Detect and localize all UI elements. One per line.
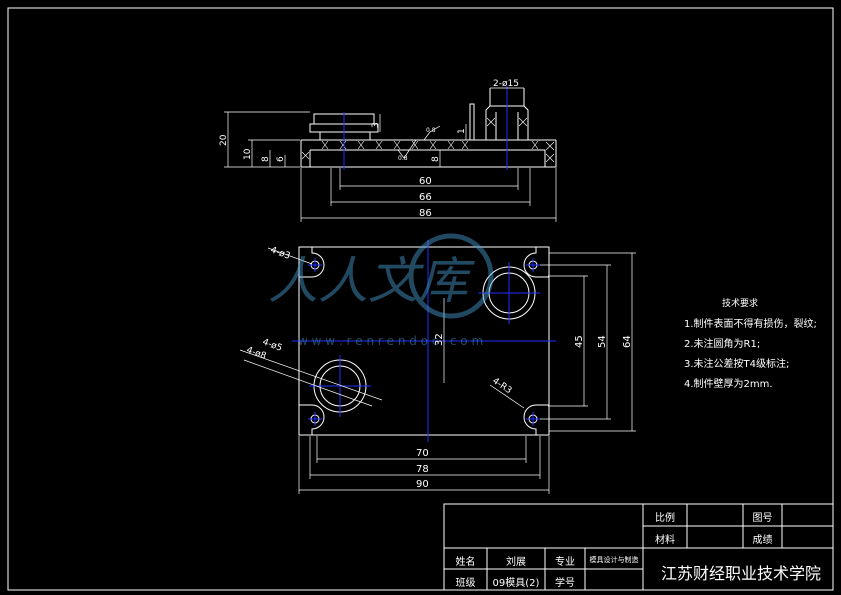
roughness-a: 0.8 [398, 155, 408, 162]
dim-height-10: 10 [243, 148, 253, 160]
dim-height-1: 1 [457, 128, 467, 134]
tb-scale-label: 比例 [655, 513, 675, 524]
dim-70: 70 [416, 448, 429, 459]
drawing-border [7, 7, 834, 591]
dim-height-8b: 8 [431, 156, 441, 162]
note-item-1: 1.制件表面不得有损伤，裂纹; [684, 319, 817, 330]
dim-width-86: 86 [419, 208, 432, 219]
technical-requirements: 技术要求 1.制件表面不得有损伤，裂纹; 2.未注圆角为R1; 3.未注公差按T… [684, 296, 817, 395]
notes-title: 技术要求 [722, 299, 759, 309]
tb-major-value: 模具设计与制造 [589, 556, 639, 564]
tb-name-label: 姓名 [455, 557, 476, 568]
dim-height-6: 6 [276, 156, 286, 162]
roughness-b: 0.8 [426, 127, 436, 134]
tb-class-label: 班级 [455, 578, 476, 589]
dim-64: 64 [622, 335, 633, 348]
title-block [443, 503, 834, 591]
tb-student-no-label: 学号 [555, 578, 575, 589]
dim-45: 45 [574, 335, 585, 348]
tb-name-value: 刘展 [506, 557, 526, 568]
note-item-3: 3.未注公差按T4级标注; [684, 359, 790, 370]
tb-drawing-no-label: 图号 [752, 513, 773, 524]
section-view: 20 10 8 6 3 8 1 2-ø15 0.8 0.8 60 66 86 [219, 79, 557, 222]
watermark: 人人文库 w w w . r e n r e n d o c . c o m [268, 233, 494, 348]
dim-height-20: 20 [219, 134, 229, 146]
dim-78: 78 [416, 464, 429, 475]
plan-view: 4-ø3 4-ø8 4-ø5 4-R3 32 45 54 64 70 78 90 [239, 240, 636, 494]
note-item-2: 2.未注圆角为R1; [684, 339, 761, 350]
dim-90: 90 [416, 479, 429, 490]
tb-material-label: 材料 [655, 535, 675, 546]
dim-height-3: 3 [371, 122, 381, 128]
tb-class-value: 09模具(2) [492, 578, 540, 589]
dim-hole-callout: 2-ø15 [493, 79, 519, 89]
tb-grade-label: 成绩 [752, 535, 773, 546]
tb-major-label: 专业 [555, 557, 575, 568]
dim-width-60: 60 [419, 176, 432, 187]
note-item-4: 4.制件壁厚为2mm. [684, 379, 773, 390]
watermark-url-text: w w w . r e n r e n d o c . c o m [298, 334, 483, 348]
tb-school-name: 江苏财经职业技术学院 [660, 564, 821, 583]
dim-width-66: 66 [419, 192, 432, 203]
dim-height-8a: 8 [261, 156, 271, 162]
dim-32: 32 [434, 333, 445, 346]
watermark-logo-text: 人人文库 [268, 252, 475, 310]
dim-54: 54 [597, 335, 608, 348]
